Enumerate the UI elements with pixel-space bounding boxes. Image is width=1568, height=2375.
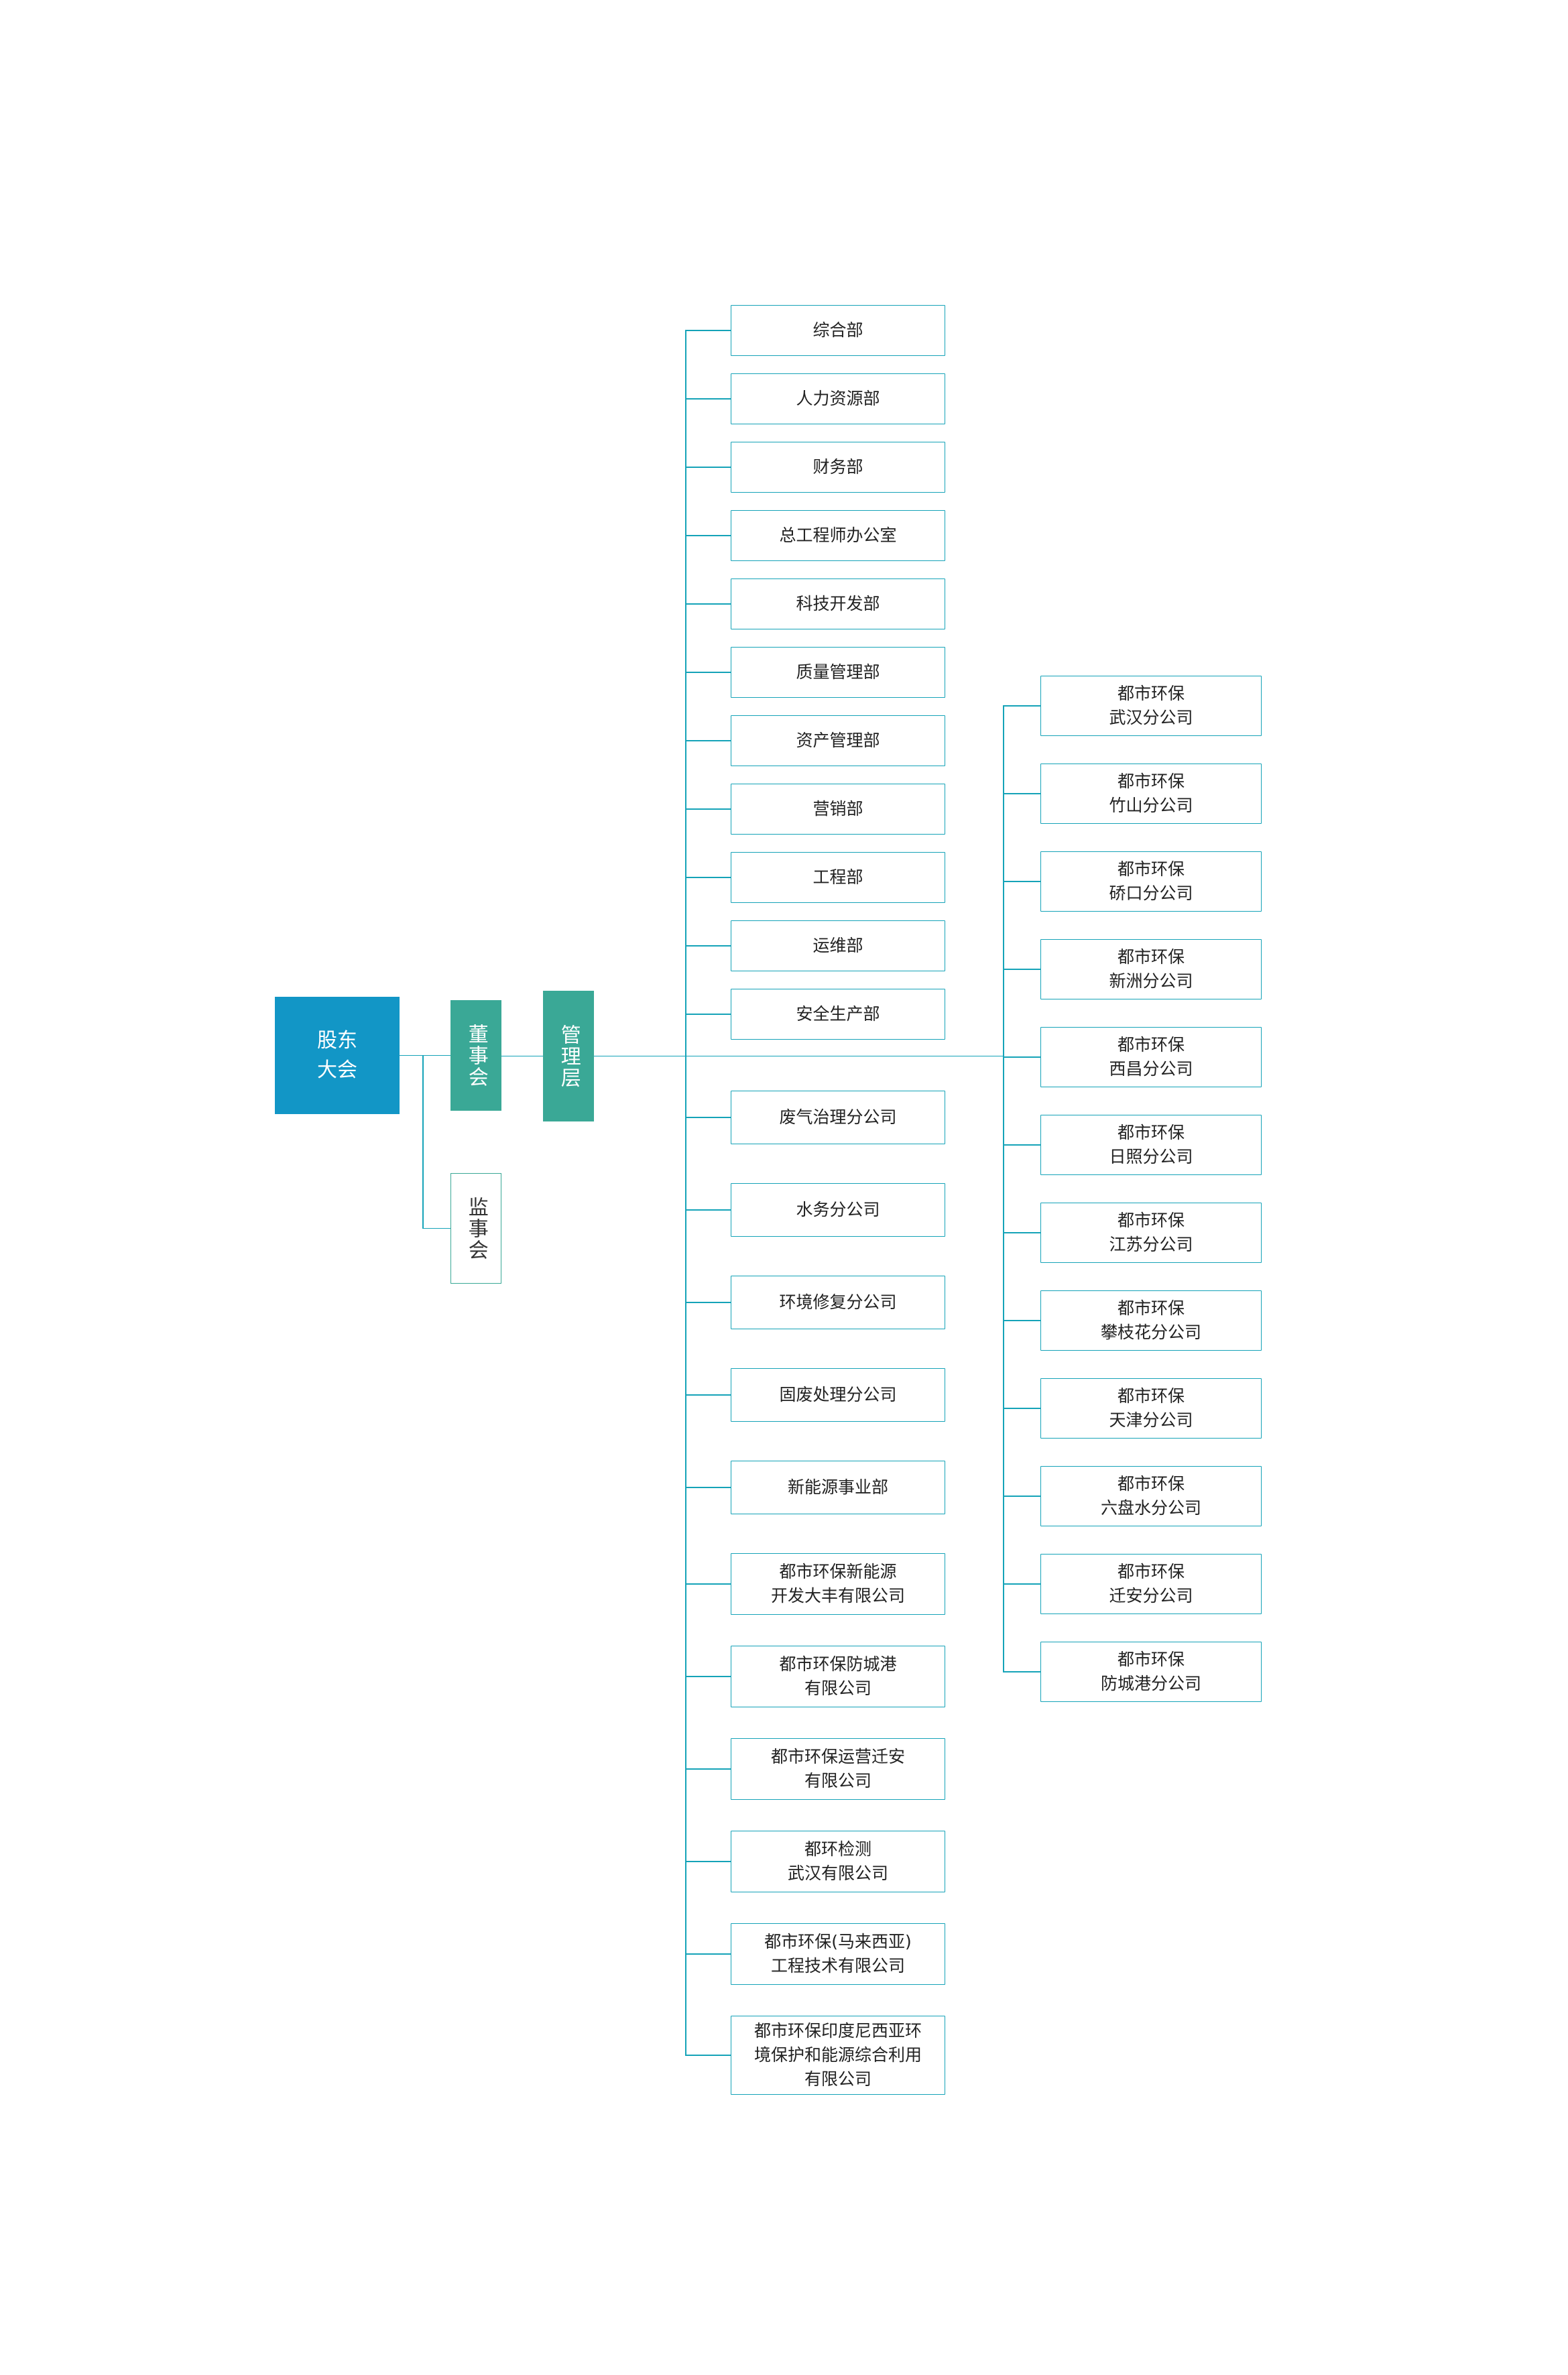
connector-trunk-subsidiary <box>685 1768 731 1770</box>
root-board-of-directors: 董事会 <box>450 1000 501 1111</box>
subsidiary-box: 都市环保(马来西亚) 工程技术有限公司 <box>731 1923 945 1985</box>
connector-trunk-department <box>685 808 731 810</box>
connector-trunk-subsidiary <box>685 1117 731 1118</box>
connector-trunk-department <box>685 740 731 741</box>
branch-box: 都市环保 新洲分公司 <box>1040 939 1262 999</box>
connector-trunk-department <box>685 467 731 468</box>
connector-branchtrunk-branch <box>1003 881 1040 882</box>
department-box: 科技开发部 <box>731 578 945 629</box>
subsidiary-box: 都市环保印度尼西亚环 境保护和能源综合利用 有限公司 <box>731 2016 945 2095</box>
branch-box: 都市环保 江苏分公司 <box>1040 1203 1262 1263</box>
branch-box: 都市环保 西昌分公司 <box>1040 1027 1262 1087</box>
connector-board-management <box>501 1055 543 1057</box>
connector-trunk-subsidiary <box>685 1583 731 1585</box>
subsidiary-box: 水务分公司 <box>731 1183 945 1237</box>
connector-branchtrunk-branch <box>1003 1583 1040 1585</box>
branch-box: 都市环保 竹山分公司 <box>1040 764 1262 824</box>
subsidiary-box: 都市环保运营迁安 有限公司 <box>731 1738 945 1800</box>
subsidiary-box: 都市环保新能源 开发大丰有限公司 <box>731 1553 945 1615</box>
branch-box: 都市环保 硚口分公司 <box>1040 851 1262 912</box>
connector-trunk-subsidiary <box>685 1394 731 1396</box>
branch-box: 都市环保 攀枝花分公司 <box>1040 1290 1262 1351</box>
subsidiary-box: 环境修复分公司 <box>731 1276 945 1329</box>
connector-shareholders-supervisors-vertical <box>422 1055 424 1229</box>
connector-branchtrunk-branch <box>1003 1056 1040 1058</box>
department-box: 安全生产部 <box>731 989 945 1040</box>
department-box: 综合部 <box>731 305 945 356</box>
department-box: 财务部 <box>731 442 945 493</box>
connector-branchtrunk-branch <box>1003 969 1040 970</box>
connector-trunk-department <box>685 535 731 536</box>
branch-box: 都市环保 武汉分公司 <box>1040 676 1262 736</box>
subsidiary-box: 固废处理分公司 <box>731 1368 945 1422</box>
connector-trunk-subsidiary <box>685 2055 731 2056</box>
connector-trunk-subsidiary <box>685 1861 731 1862</box>
connector-trunk-department <box>685 877 731 878</box>
connector-shareholders-board <box>400 1054 450 1056</box>
subsidiary-box: 新能源事业部 <box>731 1461 945 1514</box>
connector-branchtrunk-branch <box>1003 1408 1040 1409</box>
connector-branchtrunk-branch <box>1003 1232 1040 1233</box>
department-box: 工程部 <box>731 852 945 903</box>
connector-trunk-department <box>685 398 731 400</box>
connector-trunk-department <box>685 1014 731 1015</box>
connector-trunk-subsidiary <box>685 1676 731 1677</box>
subsidiary-box: 都市环保防城港 有限公司 <box>731 1646 945 1707</box>
connector-shareholders-supervisors-horizontal <box>422 1227 450 1229</box>
connector-trunk-department <box>685 672 731 673</box>
connector-trunk-subsidiary <box>685 1209 731 1211</box>
connector-management-branchtrunk <box>685 1055 1003 1057</box>
department-box: 质量管理部 <box>731 647 945 698</box>
department-box: 总工程师办公室 <box>731 510 945 561</box>
connector-branchtrunk-branch <box>1003 793 1040 794</box>
branch-box: 都市环保 天津分公司 <box>1040 1378 1262 1439</box>
branch-box: 都市环保 六盘水分公司 <box>1040 1466 1262 1526</box>
branch-box: 都市环保 日照分公司 <box>1040 1115 1262 1175</box>
connector-branchtrunk-branch <box>1003 1320 1040 1321</box>
connector-branchtrunk-branch <box>1003 705 1040 707</box>
subsidiary-box: 都环检测 武汉有限公司 <box>731 1831 945 1892</box>
connector-trunk-department <box>685 603 731 605</box>
connector-trunk-subsidiary <box>685 1487 731 1488</box>
branch-box: 都市环保 迁安分公司 <box>1040 1554 1262 1614</box>
connector-trunk-department <box>685 945 731 947</box>
department-box: 人力资源部 <box>731 373 945 424</box>
connector-branchtrunk-branch <box>1003 1671 1040 1672</box>
root-shareholders-meeting: 股东 大会 <box>275 997 400 1114</box>
connector-branchtrunk-branch <box>1003 1144 1040 1146</box>
connector-trunk-department <box>685 330 731 331</box>
connector-trunk-subsidiary <box>685 1302 731 1303</box>
department-box: 营销部 <box>731 784 945 835</box>
connector-branch-trunk-vertical <box>1003 706 1004 1672</box>
connector-management-trunk <box>594 1055 685 1057</box>
connector-trunk-subsidiary <box>685 1953 731 1955</box>
department-box: 资产管理部 <box>731 715 945 766</box>
connector-trunk-vertical <box>685 330 686 2056</box>
connector-branchtrunk-branch <box>1003 1496 1040 1497</box>
root-board-of-supervisors: 监事会 <box>450 1173 501 1284</box>
branch-box: 都市环保 防城港分公司 <box>1040 1642 1262 1702</box>
root-management: 管理层 <box>543 991 594 1121</box>
subsidiary-box: 废气治理分公司 <box>731 1091 945 1144</box>
department-box: 运维部 <box>731 920 945 971</box>
